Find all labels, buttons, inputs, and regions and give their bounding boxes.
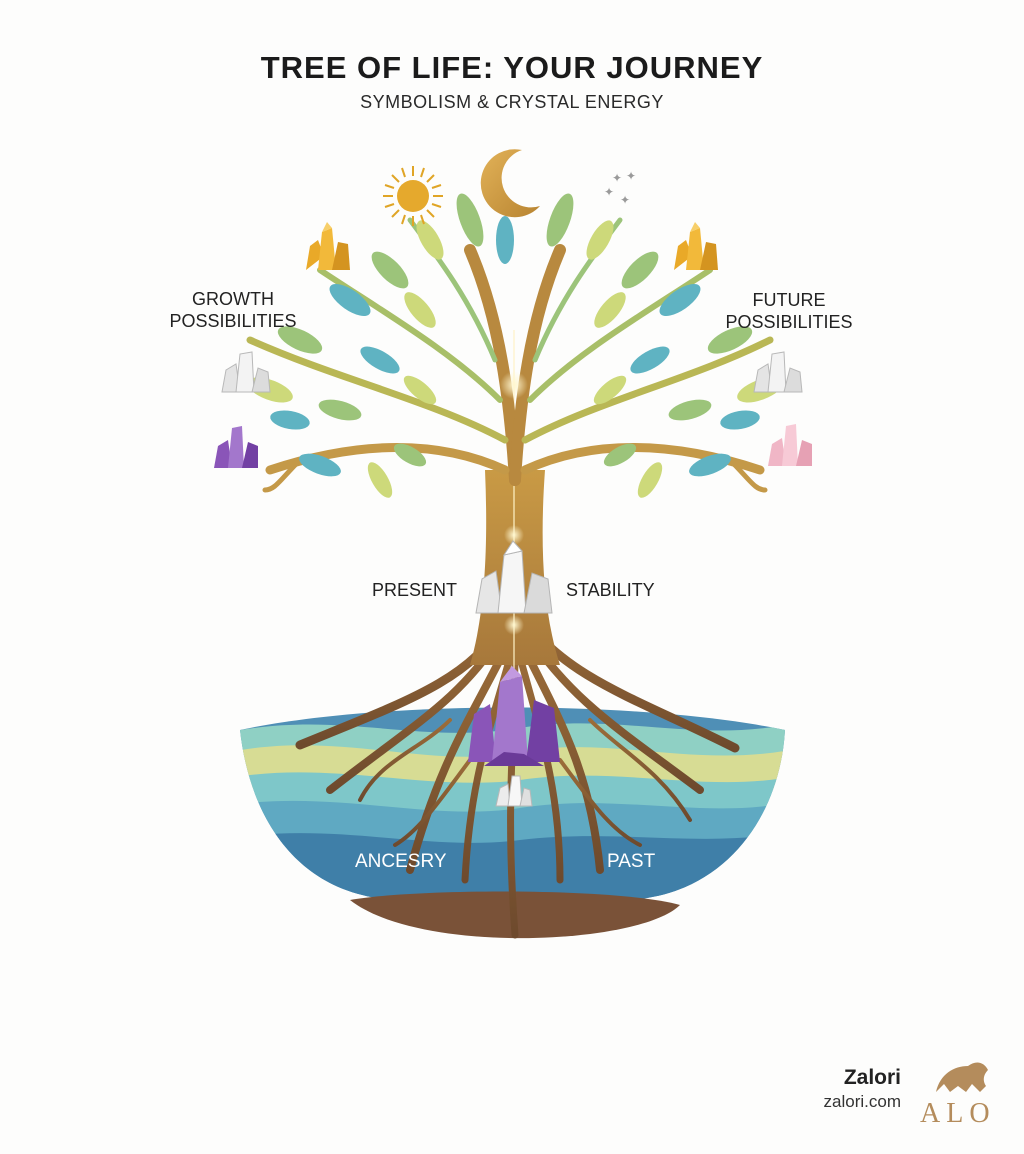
small-quartz-roots [495,775,533,807]
page-title: TREE OF LIFE: YOUR JOURNEY [260,50,764,85]
svg-text:✦: ✦ [626,169,636,183]
silver-moon-stars-icon: ✦✦ ✦✦ [580,160,636,219]
label-stability: STABILITY [566,580,655,600]
svg-text:✦: ✦ [612,171,622,185]
label-growth-line2: POSSIBILITIES [169,311,297,331]
label-future-possibilities: FUTURE POSSIBILITIES [724,289,854,333]
clear-quartz-left [221,351,271,393]
clear-quartz-center [475,540,553,614]
sun-icon [383,166,443,226]
rose-quartz-right [768,424,812,466]
label-past: PAST [607,851,656,872]
leaves [247,193,783,498]
label-growth-line1: GROWTH [192,289,274,309]
amethyst-left [214,426,258,468]
label-future-line2: POSSIBILITIES [725,312,853,332]
label-ancestry: ANCESRY [355,851,447,872]
page-subtitle: SYMBOLISM & CRYSTAL ENERGY [360,92,664,112]
citrine-crystal-right [674,222,718,270]
amethyst-roots [468,666,560,766]
clear-quartz-right [753,351,803,393]
svg-text:✦: ✦ [620,193,630,207]
brand-url: zalori.com [823,1092,901,1111]
citrine-crystal-left [306,222,350,270]
label-future-line1: FUTURE [752,290,826,310]
crescent-moon-icon [480,149,540,218]
lion-logo-icon [936,1062,988,1092]
brand-name: Zalori [843,1066,901,1089]
svg-text:✦: ✦ [604,185,614,199]
brand-watermark: ALO [920,1098,996,1129]
label-present: PRESENT [372,580,458,600]
label-growth-possibilities: GROWTH POSSIBILITIES [168,288,298,332]
